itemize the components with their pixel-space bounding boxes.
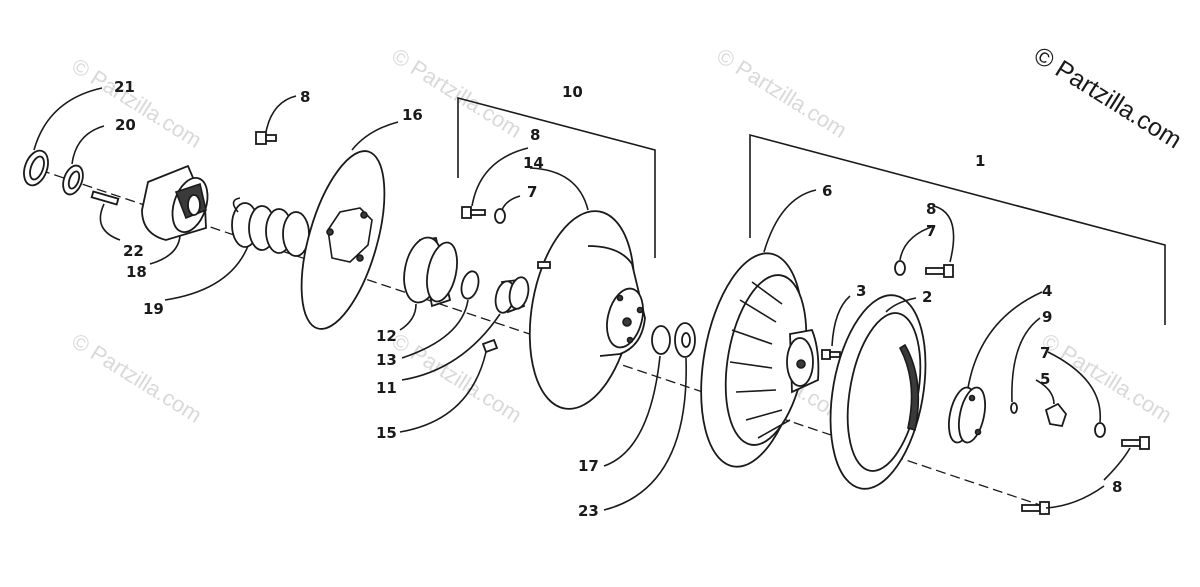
bushing-11 [494, 276, 530, 314]
callout-8-lower-right: 8 [1112, 478, 1122, 496]
copyright-text: © Partzilla.com [1029, 41, 1187, 154]
callout-7-b: 7 [926, 222, 936, 240]
callout-2: 2 [922, 288, 932, 306]
moveable-sheave-14 [528, 210, 646, 410]
callout-9: 9 [1042, 308, 1052, 326]
plate-4 [947, 386, 987, 444]
callout-22: 22 [123, 242, 144, 260]
fixed-plate-16 [300, 150, 386, 330]
callout-18: 18 [126, 263, 147, 281]
retaining-ring-13 [460, 270, 480, 300]
watermark: © Partzilla.com [67, 53, 206, 153]
callout-17: 17 [578, 457, 599, 475]
cover-2 [829, 294, 927, 490]
bracket-1 [749, 133, 1166, 325]
bushing-12 [403, 236, 458, 308]
callout-8-top: 8 [300, 88, 310, 106]
callout-15: 15 [376, 424, 397, 442]
callout-7-c: 7 [1040, 344, 1050, 362]
washer-17 [651, 325, 671, 355]
callout-21: 21 [114, 78, 135, 96]
callout-5: 5 [1040, 370, 1050, 388]
callout-4: 4 [1042, 282, 1052, 300]
washer-7-c [1094, 422, 1106, 438]
callout-1: 1 [975, 152, 985, 170]
watermark: © Partzilla.com [387, 328, 526, 428]
spring-19 [231, 197, 310, 257]
callout-14: 14 [523, 154, 544, 172]
callout-labels: 21 20 22 18 19 8 16 10 8 14 7 12 13 11 1… [114, 78, 1122, 520]
watermark: © Partzilla.com [387, 43, 526, 143]
bolt-8-upper-right [925, 264, 954, 278]
callout-11: 11 [376, 379, 397, 397]
callout-12: 12 [376, 327, 397, 345]
fixed-sheave-6 [700, 252, 820, 468]
bolt-8-moveable [461, 206, 486, 219]
cam-5 [1044, 402, 1068, 428]
callout-6: 6 [822, 182, 832, 200]
callout-16: 16 [402, 106, 423, 124]
spring-cup-18 [141, 164, 209, 241]
callout-10: 10 [562, 83, 583, 101]
bolt-8-lower-right-b [1021, 501, 1050, 515]
snap-ring-21 [23, 149, 49, 187]
screw-3 [821, 349, 841, 360]
watermark: © Partzilla.com [67, 328, 206, 428]
pin-22 [90, 190, 120, 206]
washer-7-b [894, 260, 906, 276]
callout-20: 20 [115, 116, 136, 134]
slug-15 [481, 338, 499, 354]
washer-7-a [494, 208, 506, 224]
callout-7-a: 7 [527, 183, 537, 201]
spacer-23 [674, 322, 696, 358]
bolt-8-top [255, 131, 277, 145]
washer-20 [62, 164, 84, 196]
watermark: © Partzilla.com [712, 43, 851, 143]
bracket-10 [457, 96, 656, 258]
callout-8-upper-right: 8 [926, 200, 936, 218]
callout-13: 13 [376, 351, 397, 369]
callout-23: 23 [578, 502, 599, 520]
callout-8-moveable: 8 [530, 126, 540, 144]
leader-lines [33, 87, 1131, 511]
callout-19: 19 [143, 300, 164, 318]
oring-9 [1010, 402, 1018, 414]
callout-3: 3 [856, 282, 866, 300]
bolt-8-lower-right-a [1121, 436, 1150, 450]
